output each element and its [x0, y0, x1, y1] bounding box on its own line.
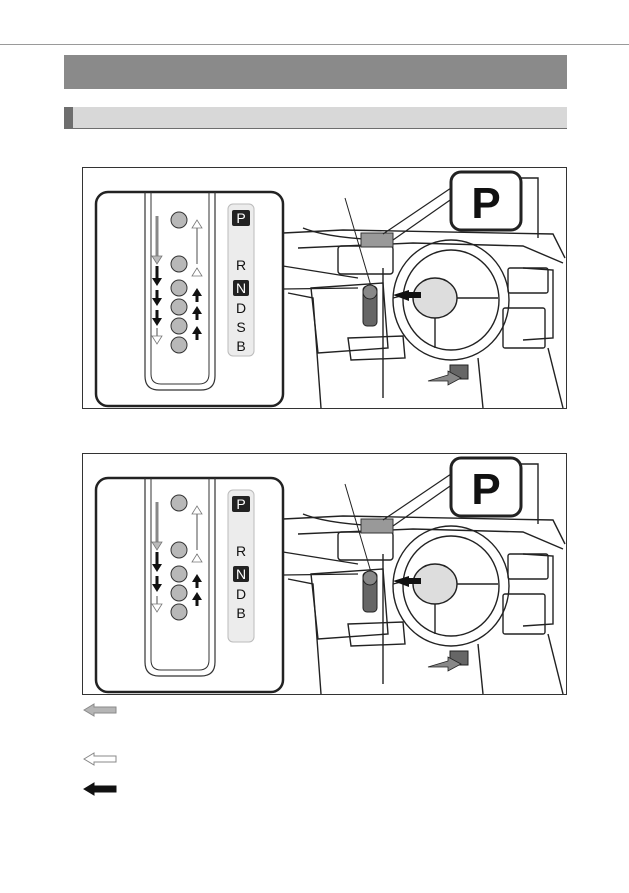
- dashboard-drawing: [282, 177, 566, 409]
- p-badge-letter: P: [471, 179, 500, 228]
- shift-illustration-2: P: [94, 456, 566, 695]
- dash-indicator-highlight: [360, 232, 394, 248]
- subsection-marker: [64, 107, 73, 128]
- shift-figure-2: P: [82, 453, 567, 695]
- position-label-p: P: [236, 496, 245, 512]
- shift-illustration-1: P: [94, 170, 566, 409]
- section-banner: [64, 55, 567, 89]
- shift-lever: [344, 197, 421, 327]
- p-label-box: [232, 210, 250, 226]
- push-arrow-icon: [393, 290, 421, 301]
- brake-pedal: [427, 650, 469, 672]
- position-label-b: B: [236, 338, 245, 354]
- gate-inset-frame: [94, 190, 285, 408]
- up-arrows: [191, 219, 203, 340]
- p-label-box: [232, 496, 250, 512]
- up-arrows: [191, 505, 203, 606]
- pedal-arrow-icon: [427, 370, 462, 386]
- subsection-bar: [64, 107, 567, 128]
- dash-indicator-highlight: [360, 518, 394, 534]
- position-label-n: N: [236, 280, 246, 296]
- position-label-p: P: [236, 210, 245, 226]
- gate-positions: [170, 494, 188, 621]
- gray-filled-arrow-icon: [83, 703, 117, 717]
- position-label-d: D: [236, 586, 246, 602]
- brake-pedal: [427, 364, 469, 386]
- gate-inset-frame: [94, 476, 285, 694]
- shift-lever: [344, 483, 421, 613]
- push-arrow-icon: [393, 576, 421, 587]
- position-label-b: B: [236, 605, 245, 621]
- pedal-arrow-icon: [427, 656, 462, 672]
- dashboard-drawing: [282, 463, 566, 695]
- black-arrow-icon: [83, 782, 117, 796]
- p-badge-letter: P: [471, 465, 500, 514]
- header-rule: [0, 44, 629, 45]
- position-label-s: S: [236, 319, 245, 335]
- p-badge-callout: P: [382, 170, 523, 241]
- position-label-d: D: [236, 300, 246, 316]
- down-arrows: [151, 502, 163, 613]
- white-outline-arrow-icon: [83, 752, 117, 766]
- inset-callout: [282, 551, 359, 576]
- position-label-r: R: [236, 257, 246, 273]
- shift-figure-1: P: [82, 167, 567, 409]
- inset-callout: [282, 265, 359, 290]
- gate-positions: [170, 211, 188, 354]
- p-badge-callout: P: [382, 456, 523, 527]
- position-label-r: R: [236, 543, 246, 559]
- subsection-rule: [64, 128, 567, 129]
- position-label-n: N: [236, 566, 246, 582]
- n-label-box: [233, 280, 249, 296]
- n-label-box: [233, 566, 249, 582]
- down-arrows: [151, 216, 163, 345]
